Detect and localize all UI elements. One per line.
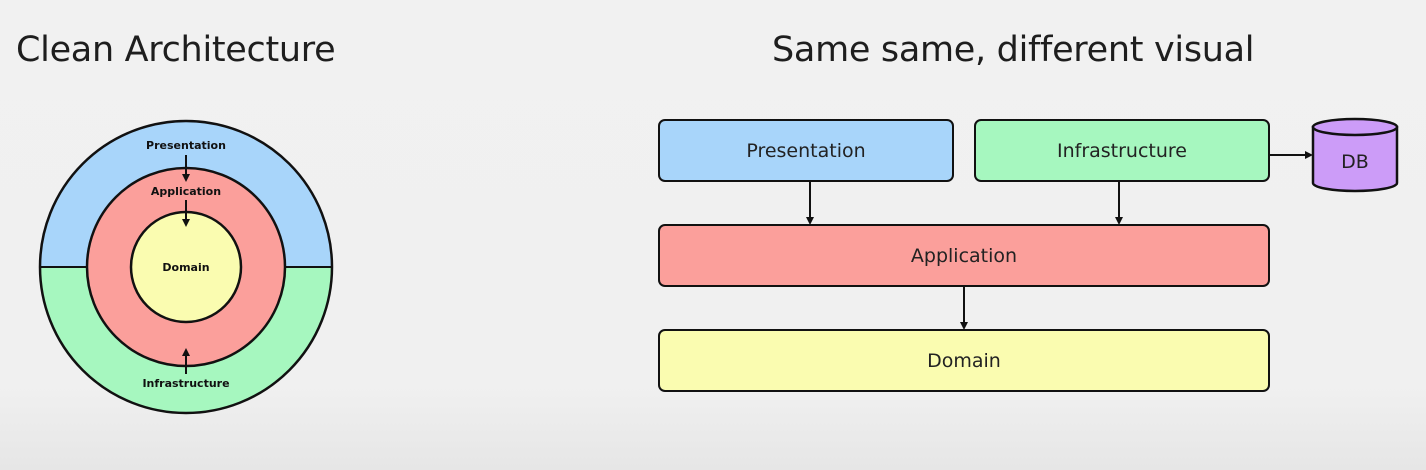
outer-ring-outline xyxy=(38,119,334,415)
domain-box-label: Domain xyxy=(927,349,1001,372)
application-ring-label: Application xyxy=(151,185,221,198)
domain-core-label: Domain xyxy=(162,261,209,274)
infrastructure-box-label: Infrastructure xyxy=(1056,139,1187,162)
different-visual-title: Same same, different visual xyxy=(772,30,1255,70)
application-box-label: Application xyxy=(910,244,1018,267)
clean-architecture-title: Clean Architecture xyxy=(16,30,336,70)
domain-box: Domain xyxy=(658,329,1270,392)
infrastructure-ring-label: Infrastructure xyxy=(142,377,229,390)
presentation-ring-label: Presentation xyxy=(146,139,226,152)
db-label: DB xyxy=(1341,151,1369,173)
presentation-box-label: Presentation xyxy=(746,139,866,162)
infrastructure-box: Infrastructure xyxy=(974,119,1270,182)
application-box: Application xyxy=(658,224,1270,287)
presentation-box: Presentation xyxy=(658,119,954,182)
db-cylinder xyxy=(1311,117,1399,193)
